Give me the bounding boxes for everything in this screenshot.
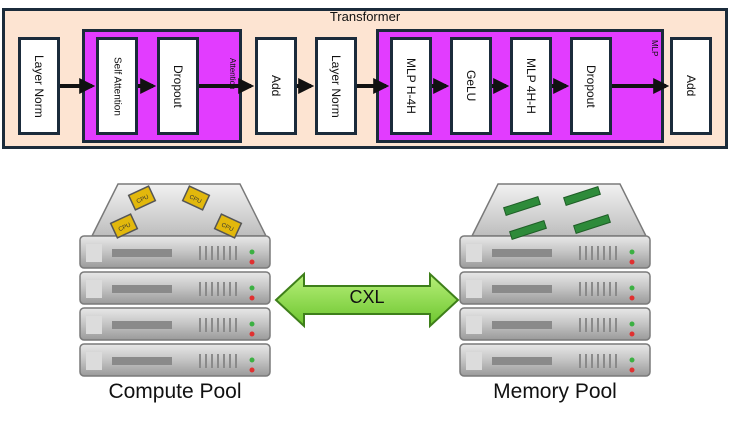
memory-pool-label: Memory Pool bbox=[493, 380, 617, 403]
dropout-label-1: Dropout bbox=[171, 64, 185, 108]
attention-group-label: Attention bbox=[228, 58, 237, 90]
cpu-chip-label-4: CPU bbox=[220, 222, 234, 233]
layer-norm-block-1: Layer Norm bbox=[18, 37, 60, 135]
gelu-label: GeLU bbox=[464, 70, 478, 102]
dropout-label-2: Dropout bbox=[584, 64, 598, 108]
transformer-block: Transformer Attention MLP Layer Norm Sel… bbox=[2, 8, 728, 149]
cxl-label: CXL bbox=[349, 287, 385, 307]
mlp-group-label: MLP bbox=[650, 40, 659, 57]
mlp-4h-h-label: MLP 4H-H bbox=[524, 58, 538, 114]
add-label-1: Add bbox=[269, 75, 283, 97]
memory-stick-icon bbox=[503, 186, 611, 240]
transformer-title: Transformer bbox=[329, 9, 401, 24]
layer-norm-block-2: Layer Norm bbox=[315, 37, 357, 135]
self-attention-label: Self Attention bbox=[111, 56, 123, 116]
mlp-h-4h-label: MLP H-4H bbox=[404, 58, 418, 114]
mlp-h-4h-block: MLP H-4H bbox=[390, 37, 432, 135]
dropout-block-1: Dropout bbox=[157, 37, 199, 135]
dropout-block-2: Dropout bbox=[570, 37, 612, 135]
add-block-1: Add bbox=[255, 37, 297, 135]
self-attention-block: Self Attention bbox=[96, 37, 138, 135]
compute-pool-label: Compute Pool bbox=[108, 380, 242, 403]
cpu-chip-label-2: CPU bbox=[188, 194, 202, 205]
cpu-chip-label-3: CPU bbox=[118, 222, 132, 233]
cpu-chip-icon: CPU CPU CPU CPU bbox=[109, 185, 243, 239]
add-label-2: Add bbox=[684, 75, 698, 97]
compute-server-icon bbox=[79, 183, 271, 377]
mlp-4h-h-block: MLP 4H-H bbox=[510, 37, 552, 135]
add-block-2: Add bbox=[670, 37, 712, 135]
cxl-link-arrow bbox=[274, 271, 460, 329]
cpu-chip-label-1: CPU bbox=[136, 194, 150, 205]
layer-norm-label-2: Layer Norm bbox=[329, 54, 343, 118]
gelu-block: GeLU bbox=[450, 37, 492, 135]
layer-norm-label-1: Layer Norm bbox=[32, 54, 46, 118]
memory-server-icon bbox=[459, 183, 651, 377]
